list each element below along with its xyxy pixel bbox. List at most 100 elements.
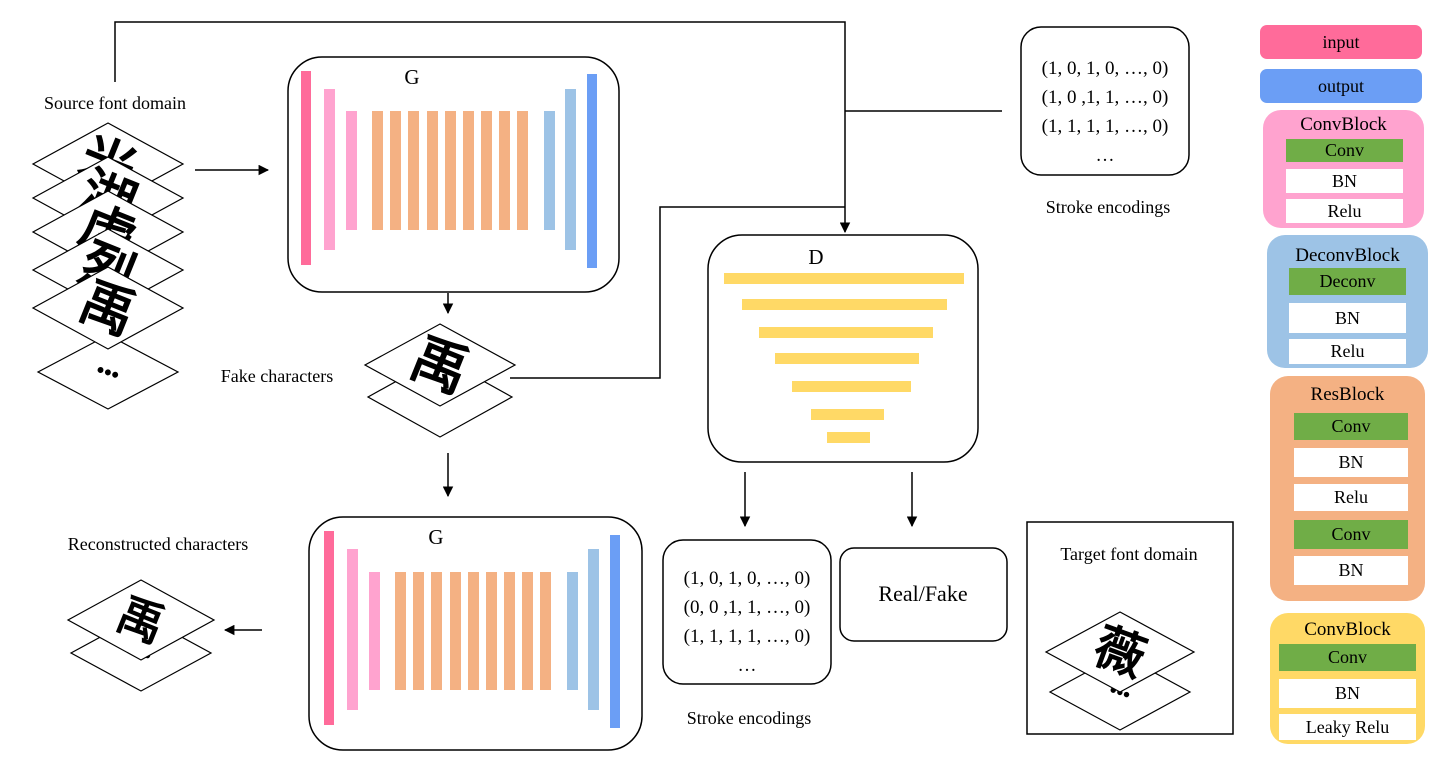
disc-conv-layer	[724, 273, 964, 284]
source-font-domain: Source font domain •••米湖虎烈禹	[31, 93, 186, 410]
res-layer	[445, 111, 456, 230]
reconstructed-label: Reconstructed characters	[68, 534, 248, 554]
discriminator: D	[707, 234, 979, 463]
generator-bottom-layers	[324, 531, 620, 728]
disc-conv-layer	[775, 353, 919, 364]
res-layer	[499, 111, 510, 230]
legend-resblock-title: ResBlock	[1310, 384, 1385, 405]
real-fake-output: Real/Fake	[839, 547, 1008, 642]
legend-deconvblock-item: Relu	[1289, 339, 1406, 364]
legend-input: input	[1260, 25, 1422, 59]
glyph-card	[66, 579, 216, 661]
res-layer	[540, 572, 551, 690]
legend-deconvblock: DeconvBlock Deconv BN Relu	[1267, 235, 1428, 368]
legend-disc-convblock-item: Leaky Relu	[1279, 714, 1416, 740]
stroke-encodings-bottom-frame	[662, 539, 832, 685]
legend-resblock: ResBlock Conv BN Relu Conv BN	[1270, 376, 1425, 601]
reconstructed-glyph-stack: •••禹	[66, 579, 216, 692]
generator-bottom-label: G	[428, 525, 443, 549]
deconv-layer	[588, 549, 599, 710]
stroke-encodings-bottom: (1, 0, 1, 0, …, 0) (0, 0 ,1, 1, …, 0) (1…	[662, 539, 832, 728]
deconv-layer	[567, 572, 578, 690]
stroke-encoding-line: (1, 1, 1, 1, …, 0)	[684, 626, 811, 647]
deconv-layer	[544, 111, 555, 230]
stroke-encoding-line: (0, 0 ,1, 1, …, 0)	[684, 597, 811, 618]
res-layer	[390, 111, 401, 230]
legend-convblock: ConvBlock Conv BN Relu	[1263, 110, 1424, 228]
stroke-encodings-top: (1, 0, 1, 0, …, 0) (1, 0 ,1, 1, …, 0) (1…	[1020, 26, 1190, 217]
legend-convblock-item: Conv	[1286, 139, 1403, 162]
disc-conv-layer	[811, 409, 884, 420]
stroke-encodings-bottom-label: Stroke encodings	[687, 708, 811, 728]
res-layer	[431, 572, 442, 690]
stroke-encoding-line: (1, 0, 1, 0, …, 0)	[684, 568, 811, 589]
real-fake-label: Real/Fake	[878, 581, 967, 606]
res-layer	[413, 572, 424, 690]
target-glyph-stack: •••薇	[1044, 611, 1196, 731]
legend-resblock-item: Relu	[1294, 484, 1408, 511]
output-layer	[610, 535, 620, 728]
res-layer	[372, 111, 383, 230]
disc-conv-layer	[742, 299, 947, 310]
legend-disc-convblock: ConvBlock Conv BN Leaky Relu	[1270, 613, 1425, 744]
target-domain-label: Target font domain	[1060, 544, 1197, 564]
fake-to-discriminator-line	[510, 206, 845, 379]
discriminator-label: D	[808, 245, 823, 269]
real-fake-frame	[839, 547, 1008, 642]
legend-disc-convblock-item: Conv	[1279, 644, 1416, 671]
generator-bottom: G	[308, 516, 643, 751]
disc-conv-layer	[827, 432, 870, 443]
stroke-encodings-top-label: Stroke encodings	[1046, 197, 1170, 217]
discriminator-frame	[707, 234, 979, 463]
stroke-encoding-line: …	[738, 655, 757, 676]
res-layer	[517, 111, 528, 230]
input-layer	[301, 71, 311, 265]
disc-conv-layer	[759, 327, 933, 338]
fake-characters: Fake characters •••禹	[221, 323, 517, 438]
stroke-encoding-line: (1, 0, 1, 0, …, 0)	[1042, 58, 1169, 79]
glyph-card	[31, 266, 185, 350]
legend-output: output	[1260, 69, 1422, 103]
source-to-discriminator-line	[114, 21, 851, 234]
conv-layer	[324, 89, 335, 250]
res-layer	[522, 572, 533, 690]
discriminator-layers	[724, 273, 964, 443]
legend-convblock-title: ConvBlock	[1300, 114, 1387, 135]
conv-layer	[369, 572, 380, 690]
output-layer	[587, 74, 597, 268]
legend-deconvblock-title: DeconvBlock	[1295, 245, 1400, 266]
fake-characters-label: Fake characters	[221, 366, 333, 386]
res-layer	[395, 572, 406, 690]
deconv-layer	[565, 89, 576, 250]
res-layer	[504, 572, 515, 690]
fake-glyph-stack: •••禹	[363, 323, 517, 438]
reconstructed-characters: Reconstructed characters •••禹	[66, 534, 248, 692]
stroke-encoding-line: (1, 0 ,1, 1, …, 0)	[1042, 87, 1169, 108]
conv-layer	[346, 111, 357, 230]
legend-convblock-item: BN	[1286, 169, 1403, 193]
generator-top: G	[287, 56, 620, 293]
stroke-encodings-top-frame	[1020, 26, 1190, 176]
legend-resblock-item: BN	[1294, 556, 1408, 585]
glyph-card	[363, 323, 517, 407]
generator-top-layers	[301, 71, 597, 268]
legend-deconvblock-item: Deconv	[1289, 268, 1406, 295]
res-layer	[486, 572, 497, 690]
res-layer	[481, 111, 492, 230]
glyph-card	[36, 334, 180, 410]
conv-layer	[347, 549, 358, 710]
legend-resblock-item: Conv	[1294, 413, 1408, 440]
res-layer	[427, 111, 438, 230]
res-layer	[408, 111, 419, 230]
legend-disc-convblock-item: BN	[1279, 679, 1416, 708]
source-domain-label: Source font domain	[44, 93, 186, 113]
connectors	[114, 21, 1002, 636]
legend-disc-convblock-title: ConvBlock	[1304, 619, 1391, 640]
legend-resblock-item: Conv	[1294, 520, 1408, 549]
glyph-card	[1044, 611, 1196, 693]
stroke-encoding-line: (1, 1, 1, 1, …, 0)	[1042, 116, 1169, 137]
legend-convblock-item: Relu	[1286, 199, 1403, 223]
input-layer	[324, 531, 334, 725]
disc-conv-layer	[792, 381, 911, 392]
